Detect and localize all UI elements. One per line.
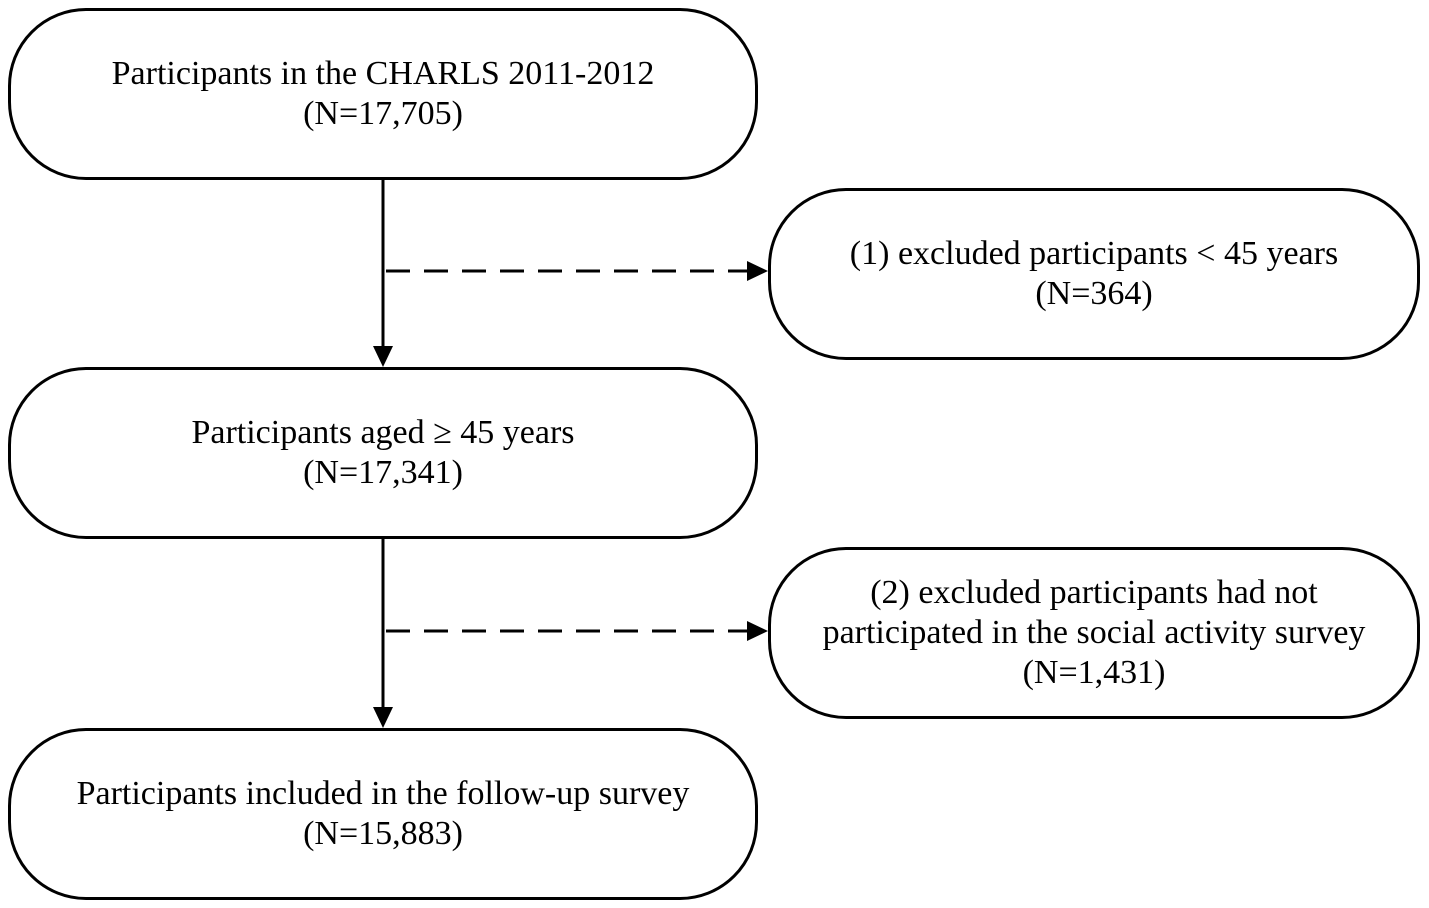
flow-box-exclusion-no-social-survey-label-2: participated in the social activity surv… — [822, 614, 1366, 651]
flow-box-charls-participants-label: Participants in the CHARLS 2011-2012 — [111, 55, 655, 92]
flow-box-aged-45-plus: Participants aged ≥ 45 years (N=17,341) — [8, 367, 758, 539]
flow-box-follow-up-included-count: (N=15,883) — [303, 815, 463, 852]
flow-box-exclusion-under-45: (1) excluded participants < 45 years (N=… — [768, 188, 1420, 360]
flow-box-aged-45-plus-count: (N=17,341) — [303, 454, 463, 491]
flow-box-exclusion-under-45-count: (N=364) — [1035, 275, 1153, 312]
flow-box-exclusion-no-social-survey-label-1: (2) excluded participants had not — [870, 574, 1318, 611]
flow-box-charls-participants: Participants in the CHARLS 2011-2012 (N=… — [8, 8, 758, 180]
flow-box-exclusion-no-social-survey: (2) excluded participants had not partic… — [768, 547, 1420, 719]
arrowhead-exclusion1 — [747, 261, 768, 281]
flow-box-follow-up-included-label: Participants included in the follow-up s… — [76, 775, 690, 812]
flow-box-charls-participants-count: (N=17,705) — [303, 95, 463, 132]
flow-box-exclusion-no-social-survey-count: (N=1,431) — [1022, 654, 1166, 691]
arrowhead-step3 — [373, 707, 393, 728]
flow-box-exclusion-under-45-label: (1) excluded participants < 45 years — [849, 235, 1339, 272]
arrowhead-step2 — [373, 346, 393, 367]
flow-box-follow-up-included: Participants included in the follow-up s… — [8, 728, 758, 900]
arrowhead-exclusion2 — [747, 621, 768, 641]
flow-box-aged-45-plus-label: Participants aged ≥ 45 years — [191, 414, 575, 451]
